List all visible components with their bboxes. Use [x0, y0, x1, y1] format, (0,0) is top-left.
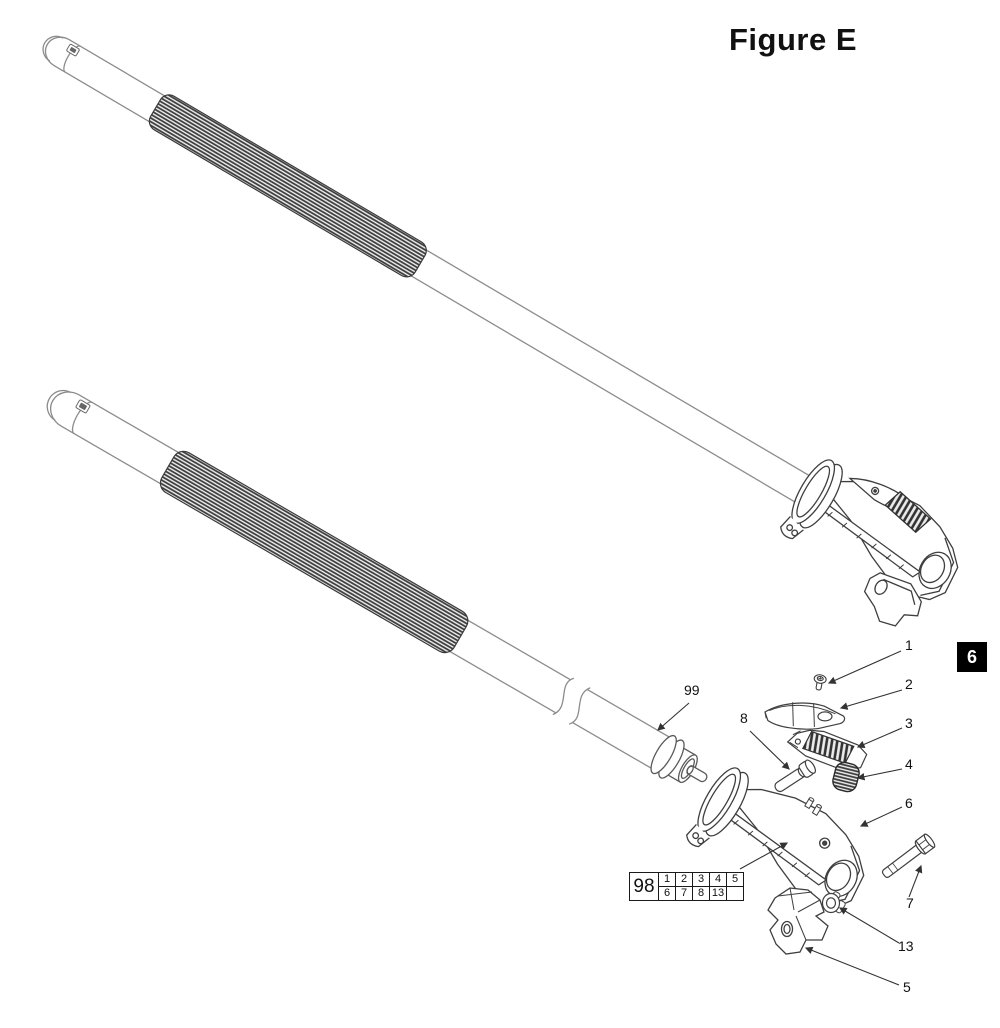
- leader-98: [739, 842, 789, 870]
- clamp-collar: [686, 767, 749, 848]
- spring-posts: [804, 797, 822, 816]
- table-cell: 6: [658, 886, 676, 901]
- upper-pole: [42, 35, 814, 505]
- leader-7: [908, 864, 923, 898]
- callout-6: 6: [905, 795, 913, 811]
- table-cell: [726, 886, 744, 901]
- table-cell: 1: [658, 872, 676, 887]
- parts-group-table: 98 1 2 3 4 5 6 7 8 13: [629, 872, 744, 901]
- clamp-collar: [780, 459, 843, 540]
- latch-part: [786, 729, 868, 771]
- leader-1: [827, 650, 902, 684]
- lower-pole-end-pin: [650, 734, 708, 784]
- clamp-body-part: [686, 767, 865, 914]
- table-cell: 5: [726, 872, 744, 887]
- callout-5: 5: [903, 979, 911, 995]
- screw-part: [813, 674, 827, 691]
- callout-3: 3: [905, 715, 913, 731]
- lower-pole-grip: [159, 450, 469, 654]
- pin-part: [774, 759, 817, 793]
- table-cell: 2: [675, 872, 693, 887]
- callout-13: 13: [898, 938, 914, 954]
- cover-part: [764, 702, 846, 730]
- table-cell: 7: [675, 886, 693, 901]
- callout-1: 1: [905, 637, 913, 653]
- callout-8: 8: [740, 710, 748, 726]
- leader-6: [859, 806, 903, 827]
- leader-13: [839, 907, 900, 944]
- pole-break-lines: [552, 677, 591, 725]
- page-badge: 6: [957, 642, 987, 672]
- table-cell: 8: [692, 886, 710, 901]
- table-cell: 3: [692, 872, 710, 887]
- callout-2: 2: [905, 676, 913, 692]
- knob-part: [767, 887, 829, 955]
- figure-title: Figure E: [729, 22, 858, 57]
- washer-part: [821, 892, 841, 914]
- bolt-part: [881, 833, 936, 878]
- upper-clamp-assembly: [780, 459, 959, 627]
- parts-table-ref: 98: [629, 872, 659, 901]
- lower-pole: [46, 389, 708, 784]
- callout-4: 4: [905, 756, 913, 772]
- clamp-latch-assembled: [884, 490, 932, 534]
- upper-pole-button-hole: [66, 43, 80, 57]
- leader-3: [856, 727, 903, 748]
- leader-8: [749, 730, 790, 770]
- leader-5: [804, 946, 900, 986]
- leader-4: [856, 768, 903, 781]
- lower-pole-button-hole: [75, 399, 91, 414]
- table-cell: 4: [709, 872, 727, 887]
- leader-99: [657, 702, 690, 731]
- callout-99: 99: [684, 682, 700, 698]
- upper-pole-grip: [148, 94, 427, 278]
- clamp-knob-assembled: [863, 572, 922, 627]
- leader-lines: [657, 650, 923, 986]
- leader-2: [839, 689, 903, 710]
- table-cell: 13: [709, 886, 727, 901]
- callout-7: 7: [906, 895, 914, 911]
